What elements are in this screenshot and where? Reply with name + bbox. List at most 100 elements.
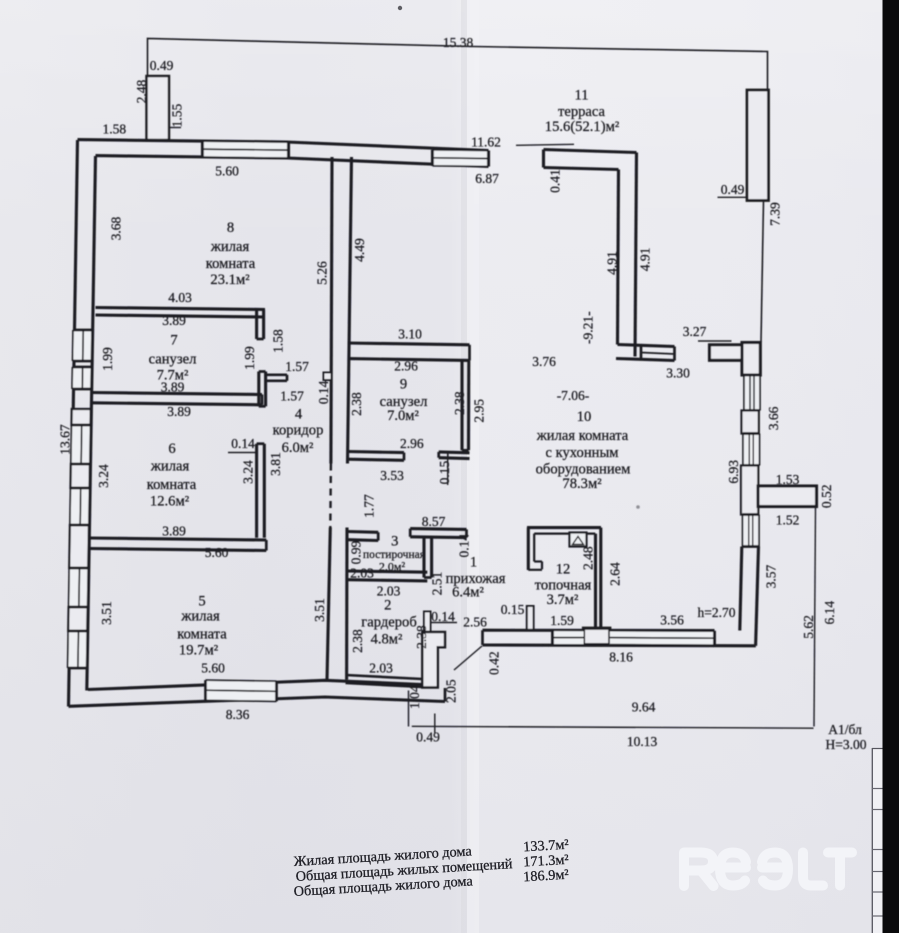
- svg-text:2.51: 2.51: [429, 572, 444, 596]
- svg-text:Н=3.00: Н=3.00: [826, 737, 867, 752]
- svg-text:3.24: 3.24: [96, 464, 111, 488]
- svg-text:жилая: жилая: [210, 239, 250, 255]
- svg-text:3.56: 3.56: [660, 613, 684, 628]
- svg-text:171.3м²: 171.3м²: [523, 852, 569, 871]
- svg-text:2.56: 2.56: [463, 615, 487, 630]
- svg-text:0.49: 0.49: [721, 182, 745, 197]
- svg-text:186.9м²: 186.9м²: [523, 867, 569, 886]
- svg-text:8: 8: [227, 220, 234, 236]
- svg-text:коридор: коридор: [273, 423, 324, 439]
- svg-text:8.36: 8.36: [226, 707, 250, 722]
- svg-text:11: 11: [574, 88, 588, 104]
- svg-text:3.57: 3.57: [764, 565, 779, 589]
- svg-text:2: 2: [384, 598, 391, 614]
- svg-text:3.53: 3.53: [380, 468, 404, 483]
- svg-text:12: 12: [556, 562, 571, 578]
- svg-text:6.4м²: 6.4м²: [452, 585, 484, 601]
- svg-text:2.96: 2.96: [400, 436, 424, 451]
- svg-text:0.14: 0.14: [456, 534, 471, 558]
- svg-text:3.89: 3.89: [161, 380, 185, 395]
- svg-text:3.30: 3.30: [666, 366, 690, 381]
- svg-text:2.38: 2.38: [452, 391, 467, 415]
- svg-text:2.05: 2.05: [444, 679, 459, 703]
- svg-text:13.67: 13.67: [57, 424, 72, 455]
- svg-text:гардероб: гардероб: [361, 615, 417, 631]
- svg-text:терраса: терраса: [558, 104, 606, 120]
- svg-text:3.89: 3.89: [162, 313, 186, 328]
- svg-text:4: 4: [295, 407, 303, 423]
- svg-text:3.76: 3.76: [532, 354, 556, 369]
- svg-text:0.49: 0.49: [150, 58, 174, 73]
- svg-text:6.87: 6.87: [475, 171, 499, 186]
- svg-text:прихожая: прихожая: [446, 571, 506, 587]
- svg-text:1.77: 1.77: [362, 494, 377, 518]
- svg-text:санузел: санузел: [149, 352, 197, 368]
- svg-text:0.15: 0.15: [437, 460, 452, 484]
- svg-text:1.53: 1.53: [776, 472, 800, 487]
- svg-text:с кухонным: с кухонным: [545, 445, 618, 461]
- svg-text:комната: комната: [206, 256, 256, 272]
- svg-text:2.95: 2.95: [471, 399, 486, 423]
- svg-text:2.96: 2.96: [394, 359, 418, 374]
- svg-text:топочная: топочная: [535, 578, 592, 594]
- svg-text:2.48: 2.48: [134, 79, 149, 103]
- svg-text:А1/бл: А1/бл: [828, 722, 862, 737]
- svg-text:15.6(52.1)м²: 15.6(52.1)м²: [545, 119, 620, 135]
- svg-text:h=2.70: h=2.70: [698, 605, 736, 620]
- svg-text:1.04: 1.04: [407, 685, 422, 709]
- svg-text:4.49: 4.49: [352, 238, 367, 262]
- svg-text:23.1м²: 23.1м²: [210, 272, 250, 288]
- svg-text:4.8м²: 4.8м²: [371, 632, 403, 648]
- svg-text:-7.06-: -7.06-: [557, 388, 590, 403]
- svg-text:1.57: 1.57: [280, 389, 304, 404]
- svg-text:0.49: 0.49: [416, 730, 440, 745]
- svg-text:5.62: 5.62: [801, 615, 816, 639]
- svg-text:2.0м²: 2.0м²: [379, 560, 406, 574]
- svg-text:0.14: 0.14: [231, 436, 255, 451]
- svg-text:9: 9: [400, 377, 407, 393]
- svg-text:жилая: жилая: [150, 459, 190, 475]
- svg-text:0.14: 0.14: [316, 380, 331, 404]
- svg-text:2.03: 2.03: [369, 661, 393, 676]
- svg-text:7: 7: [170, 332, 177, 348]
- svg-text:3.24: 3.24: [240, 460, 255, 484]
- svg-text:комната: комната: [147, 477, 197, 493]
- svg-text:3.81: 3.81: [268, 452, 283, 476]
- svg-text:1.58: 1.58: [102, 122, 126, 137]
- svg-text:4.91: 4.91: [604, 251, 619, 275]
- svg-text:0.99: 0.99: [348, 541, 363, 565]
- svg-text:19.7м²: 19.7м²: [179, 643, 219, 659]
- svg-text:0.52: 0.52: [819, 484, 834, 508]
- svg-text:0.14: 0.14: [431, 609, 455, 624]
- svg-text:5: 5: [198, 594, 205, 610]
- svg-text:0.42: 0.42: [486, 651, 501, 675]
- svg-text:1.59: 1.59: [550, 613, 574, 628]
- svg-text:1.52: 1.52: [776, 513, 800, 528]
- svg-text:1: 1: [470, 555, 477, 571]
- svg-text:3: 3: [391, 533, 398, 549]
- svg-text:1.57: 1.57: [285, 359, 309, 374]
- svg-text:5.60: 5.60: [205, 545, 229, 560]
- svg-text:15.38: 15.38: [443, 35, 474, 50]
- svg-text:7.39: 7.39: [768, 202, 783, 226]
- svg-text:5.60: 5.60: [215, 164, 239, 179]
- svg-text:4.91: 4.91: [637, 248, 652, 272]
- svg-text:133.7м²: 133.7м²: [523, 837, 569, 856]
- svg-text:санузел: санузел: [380, 394, 428, 410]
- svg-text:7.0м²: 7.0м²: [387, 408, 419, 424]
- svg-text:жилая комната: жилая комната: [536, 428, 629, 444]
- svg-text:1.55: 1.55: [169, 103, 184, 127]
- svg-text:12.6м²: 12.6м²: [150, 494, 190, 510]
- svg-text:3.68: 3.68: [108, 216, 123, 240]
- svg-text:7.7м²: 7.7м²: [157, 368, 189, 384]
- svg-text:0.41: 0.41: [547, 169, 562, 193]
- svg-text:4.03: 4.03: [168, 290, 192, 305]
- svg-text:2.03: 2.03: [377, 584, 401, 599]
- svg-text:8.16: 8.16: [609, 650, 633, 665]
- svg-text:жилая: жилая: [180, 609, 220, 625]
- svg-text:5.60: 5.60: [201, 661, 225, 676]
- svg-text:1.99: 1.99: [242, 346, 257, 370]
- svg-text:1.99: 1.99: [100, 347, 115, 371]
- svg-text:3.89: 3.89: [167, 404, 191, 419]
- svg-text:78.3м²: 78.3м²: [562, 476, 602, 492]
